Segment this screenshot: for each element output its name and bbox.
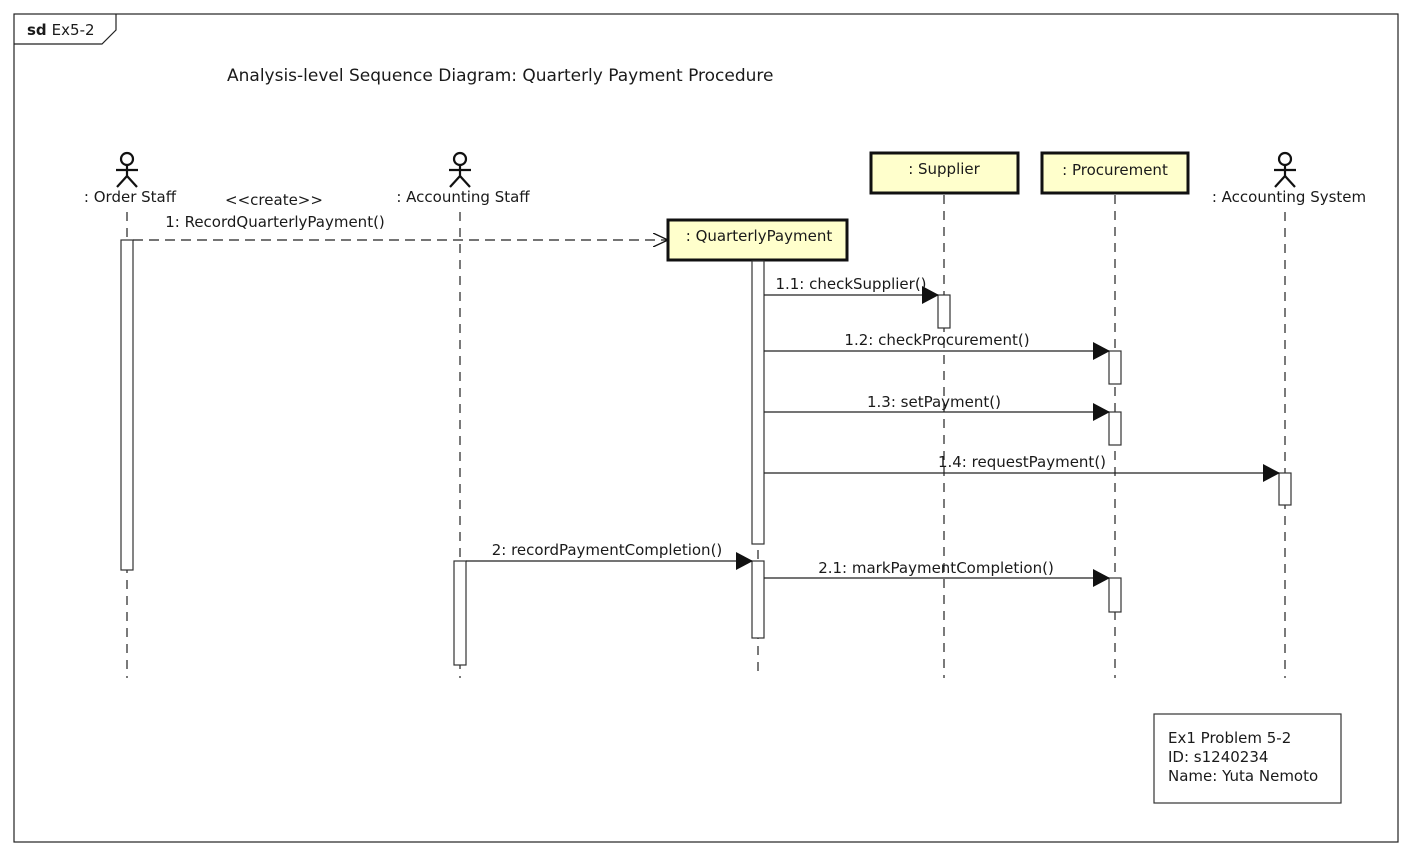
activation-supplier bbox=[937, 294, 951, 329]
activation-accounting-staff bbox=[453, 560, 467, 666]
message-2-label: 2: recordPaymentCompletion() bbox=[492, 541, 723, 559]
actor-accounting-staff-figure bbox=[449, 151, 471, 188]
note-line-2: ID: s1240234 bbox=[1168, 748, 1268, 766]
message-1-2-label: 1.2: checkProcurement() bbox=[844, 331, 1029, 349]
frame-label: sd Ex5-2 bbox=[27, 21, 95, 39]
message-1-stereotype: <<create>> bbox=[225, 191, 323, 209]
object-supplier-box bbox=[869, 151, 1020, 195]
note-line-1: Ex1 Problem 5-2 bbox=[1168, 729, 1291, 747]
activation-order-staff bbox=[120, 239, 134, 571]
object-supplier-label: : Supplier bbox=[908, 160, 980, 178]
actor-order-staff-figure bbox=[116, 151, 138, 188]
info-note bbox=[1153, 713, 1342, 804]
frame-tab bbox=[14, 14, 117, 45]
actor-accounting-staff-label: : Accounting Staff bbox=[396, 188, 530, 206]
actor-order-staff-label: : Order Staff bbox=[84, 188, 177, 206]
activation-procurement-3 bbox=[1108, 577, 1122, 613]
object-procurement-box bbox=[1040, 151, 1190, 195]
message-1-3-label: 1.3: setPayment() bbox=[867, 393, 1001, 411]
diagram-frame bbox=[13, 13, 1399, 843]
activation-quarterly-payment-2 bbox=[751, 560, 765, 639]
note-line-3: Name: Yuta Nemoto bbox=[1168, 767, 1318, 785]
activation-quarterly-payment-1 bbox=[751, 260, 765, 545]
diagram-title: Analysis-level Sequence Diagram: Quarter… bbox=[227, 66, 774, 86]
activation-accounting-system bbox=[1278, 472, 1292, 506]
actor-accounting-system-label: : Accounting System bbox=[1212, 188, 1366, 206]
object-quarterly-payment-label: : QuarterlyPayment bbox=[686, 227, 833, 245]
activation-procurement-2 bbox=[1108, 411, 1122, 446]
frame-keyword: sd bbox=[27, 21, 47, 39]
message-1-1-label: 1.1: checkSupplier() bbox=[775, 275, 926, 293]
actor-accounting-system-figure bbox=[1274, 151, 1296, 188]
activation-procurement-1 bbox=[1108, 350, 1122, 385]
message-1-4-label: 1.4: requestPayment() bbox=[938, 453, 1106, 471]
message-1-label: 1: RecordQuarterlyPayment() bbox=[165, 213, 385, 231]
object-procurement-label: : Procurement bbox=[1062, 161, 1168, 179]
frame-name: Ex5-2 bbox=[52, 21, 95, 39]
message-2-1-label: 2.1: markPaymentCompletion() bbox=[818, 559, 1054, 577]
